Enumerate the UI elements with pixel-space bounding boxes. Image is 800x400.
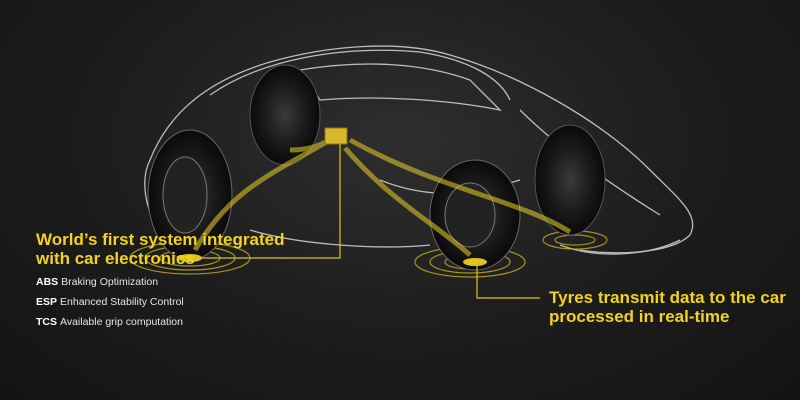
- control-unit: [324, 127, 348, 145]
- system-callout-line2: with car electronics: [36, 249, 195, 268]
- sensor-front-right: [463, 258, 487, 266]
- tyres-callout-line1: Tyres transmit data to the car: [549, 288, 786, 307]
- callout-leaders: [190, 144, 540, 299]
- system-callout: World’s first system integrated with car…: [36, 230, 284, 268]
- system-callout-line1: World’s first system integrated: [36, 230, 285, 249]
- feature-label: Braking Optimization: [61, 276, 159, 288]
- data-streams: [192, 135, 572, 257]
- feature-label: Enhanced Stability Control: [60, 296, 184, 308]
- feature-abbr: ABS: [36, 276, 59, 288]
- feature-label: Available grip computation: [60, 316, 183, 328]
- tyres-callout-line2: processed in real-time: [549, 307, 730, 326]
- tyres-callout: Tyres transmit data to the car processed…: [549, 288, 786, 326]
- feature-abbr: TCS: [36, 316, 57, 328]
- feature-abbr: ESP: [36, 296, 58, 308]
- wheel-rear-right: [534, 124, 606, 236]
